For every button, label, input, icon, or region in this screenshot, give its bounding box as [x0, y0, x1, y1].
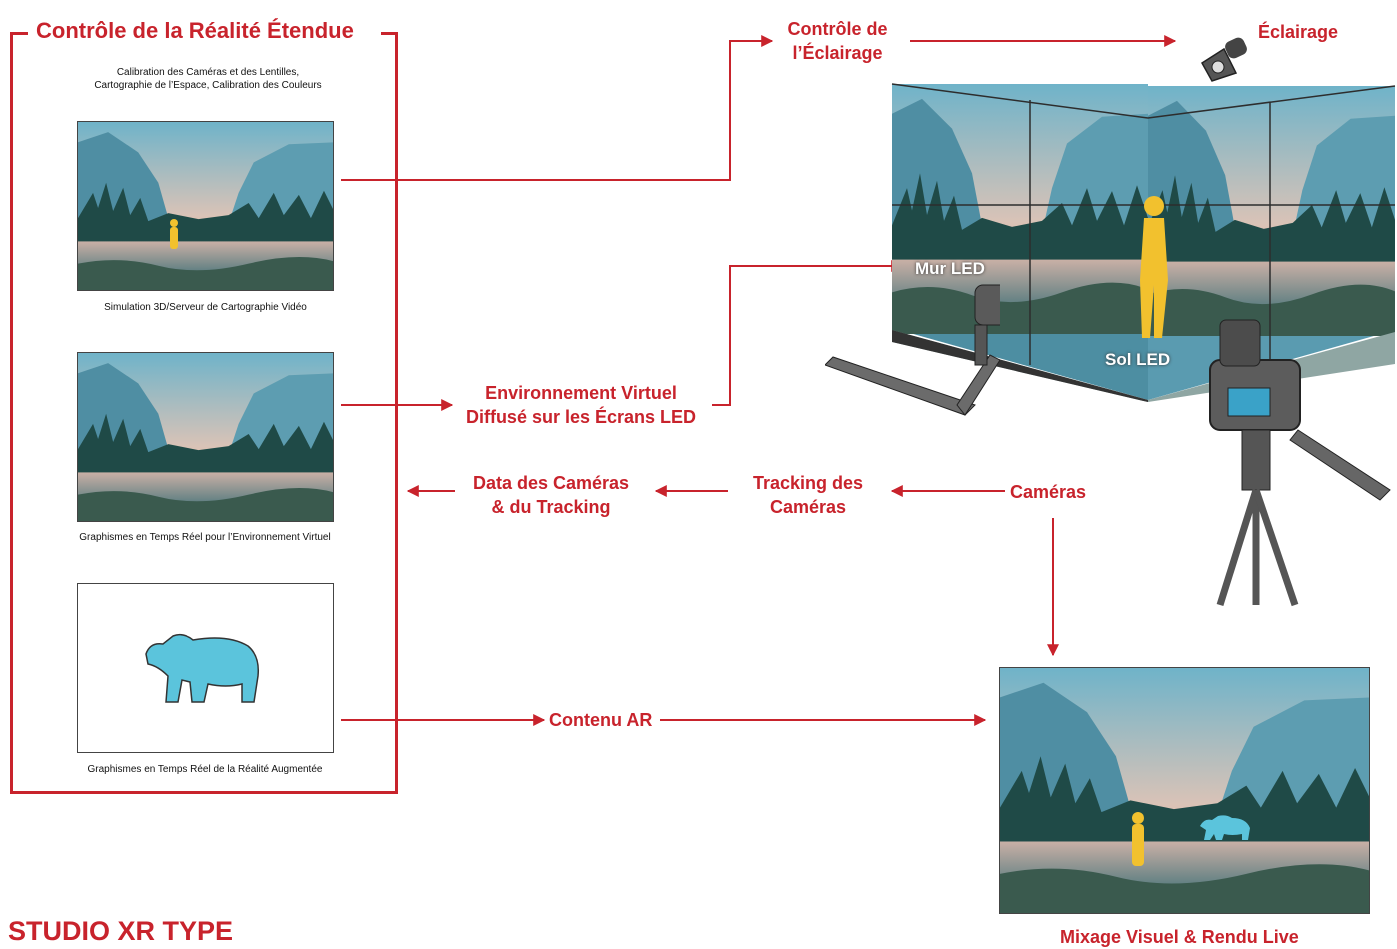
person-icon: [170, 219, 178, 249]
cameras-label: Caméras: [1010, 482, 1087, 502]
frame-top-right: [381, 32, 398, 35]
simulation-panel-image: [77, 121, 334, 291]
bear-icon: [1200, 815, 1250, 840]
calibration-line-2: Cartographie de l’Espace, Calibration de…: [94, 80, 322, 91]
mix-render-label: Mixage Visuel & Rendu Live: [1060, 927, 1299, 947]
xr-control-title: Contrôle de la Réalité Étendue: [36, 18, 354, 43]
frame-top-left: [10, 32, 28, 35]
performer-icon: [1140, 196, 1168, 338]
lighting-label: Éclairage: [1258, 22, 1339, 42]
led-wall-label: Mur LED: [915, 259, 985, 278]
camera-data-label: Data des Caméras& du Tracking: [472, 473, 630, 517]
calibration-text: Calibration des Caméras et des Lentilles…: [48, 66, 368, 92]
ar-panel-caption: Graphismes en Temps Réel de la Réalité A…: [87, 764, 323, 775]
ar-content-label: Contenu AR: [549, 710, 653, 730]
page-title: STUDIO XR TYPE: [8, 916, 234, 946]
bear-icon: [145, 633, 260, 703]
virtual-env-panel-image: [77, 352, 334, 522]
ar-panel-image: [77, 583, 334, 753]
person-icon: [1132, 812, 1144, 866]
tripod-camera-icon: [1209, 319, 1391, 607]
xr-control-frame: [10, 32, 398, 794]
simulation-panel-caption: Simulation 3D/Serveur de Cartographie Vi…: [104, 302, 307, 313]
composite-output-image: [999, 667, 1370, 914]
spotlight-icon: [1201, 37, 1247, 82]
led-floor-label: Sol LED: [1105, 350, 1171, 369]
calibration-line-1: Calibration des Caméras et des Lentilles…: [116, 67, 300, 78]
virtual-env-panel-caption: Graphismes en Temps Réel pour l’Environn…: [79, 532, 331, 543]
camera-crane-icon: [825, 284, 1000, 416]
led-volume: [891, 83, 1396, 402]
